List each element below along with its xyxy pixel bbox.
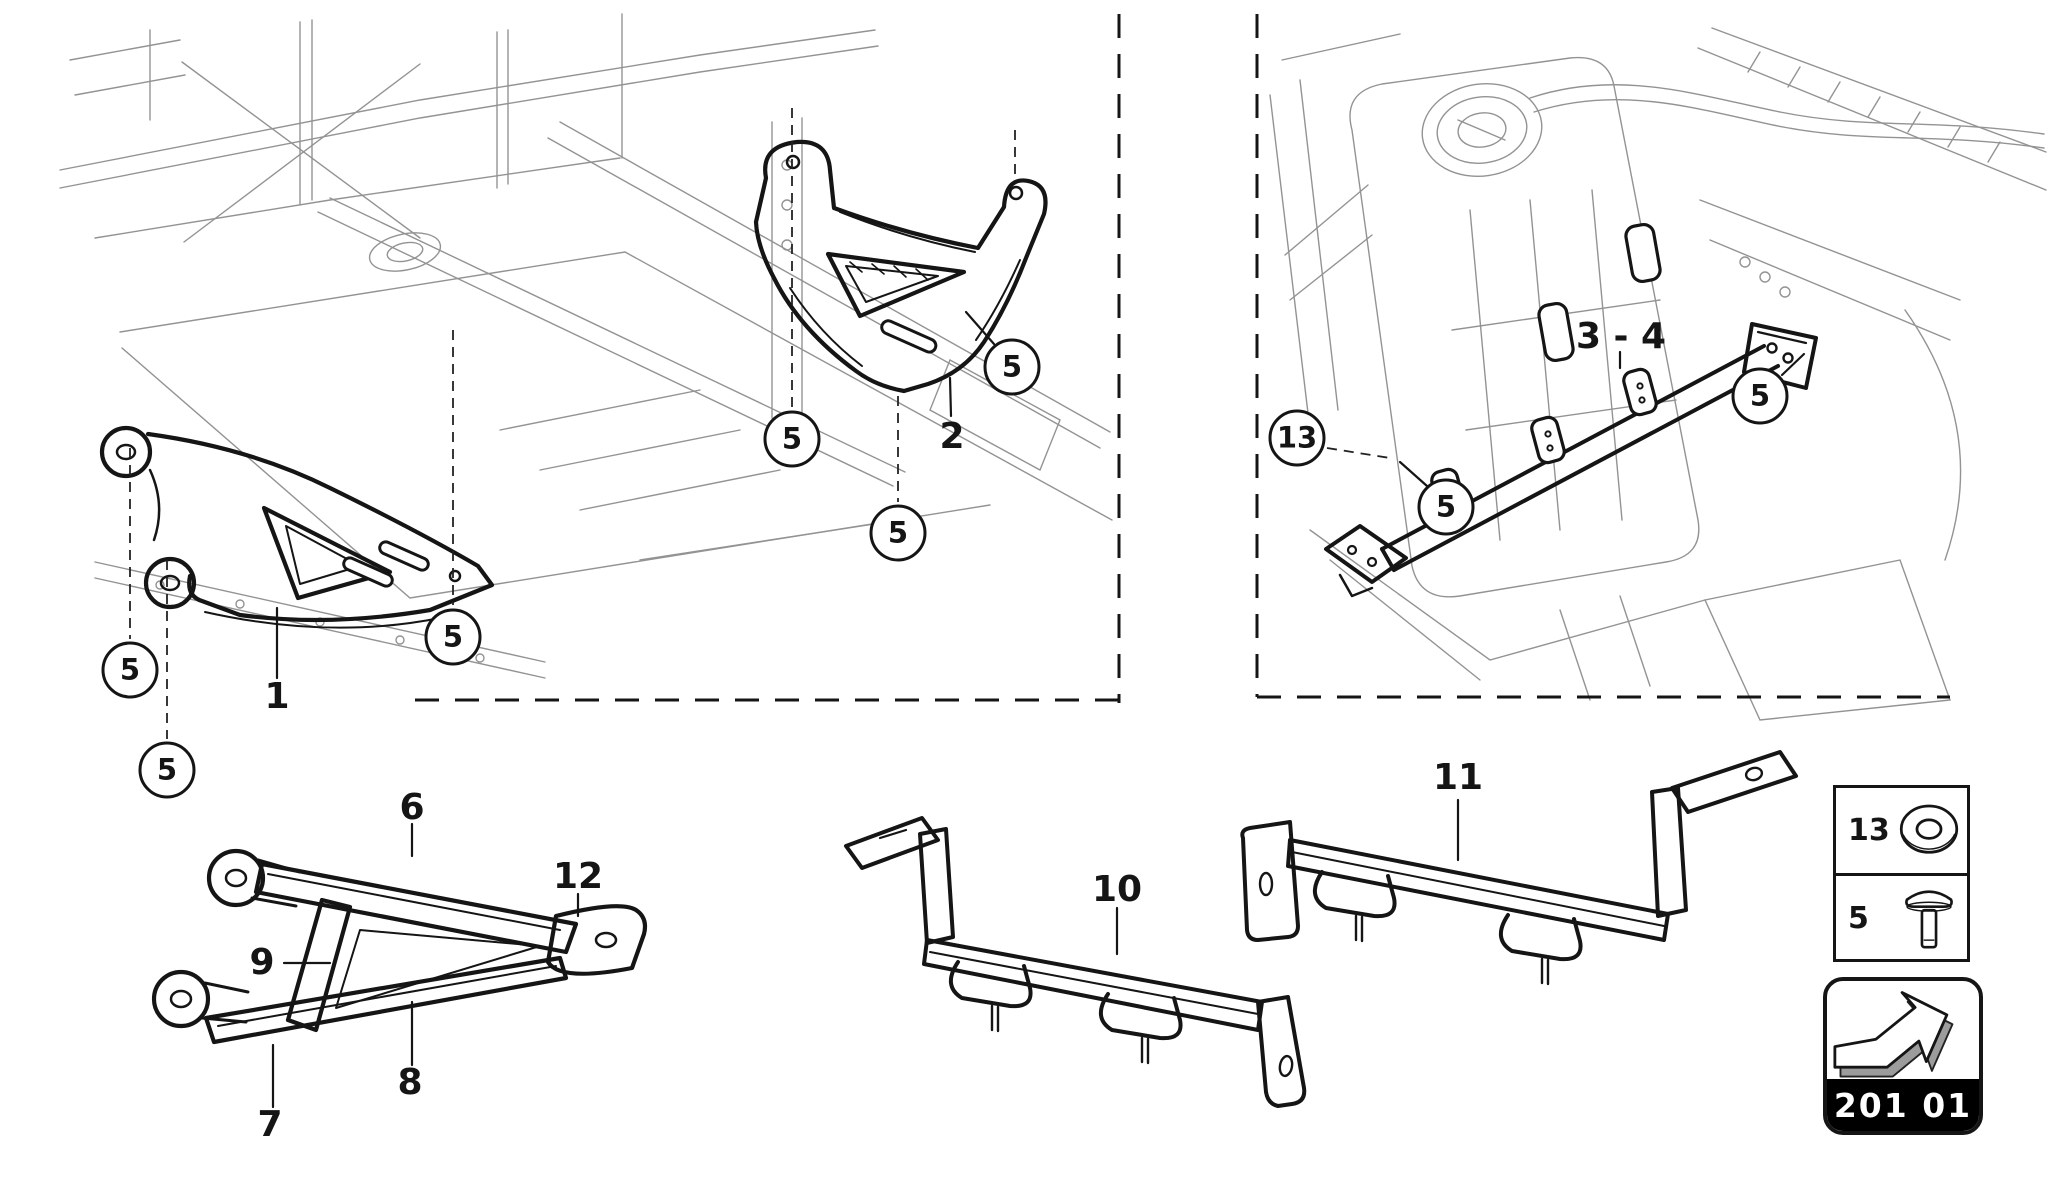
callout-5[interactable]: 5: [1731, 367, 1789, 425]
part-label-10[interactable]: 10: [1091, 869, 1143, 910]
rail-10-drawing: [844, 816, 1307, 1108]
callout-5[interactable]: 5: [869, 504, 927, 562]
hardware-legend: 13 5: [1833, 785, 1970, 962]
leader-lines-solid: [271, 310, 1806, 1109]
chassis-sketch: [59, 13, 1113, 679]
legend-row-bolt[interactable]: 5: [1836, 873, 1967, 961]
bolt-icon: [1890, 882, 1967, 956]
part-label-2[interactable]: 2: [939, 416, 965, 457]
page-code-box[interactable]: 201 01: [1823, 977, 1983, 1135]
callout-5[interactable]: 5: [983, 338, 1041, 396]
leader-lines-dashed: [129, 108, 1391, 739]
part-1-drawing: [99, 425, 495, 629]
part-label-11[interactable]: 11: [1432, 757, 1484, 798]
fuel-tank-sketch: [1269, 27, 2047, 721]
callout-5[interactable]: 5: [424, 608, 482, 666]
callout-5[interactable]: 5: [101, 641, 159, 699]
callout-5[interactable]: 5: [1417, 478, 1475, 536]
left-panel-border: [400, 14, 1121, 703]
legend-ref-13: 13: [1848, 812, 1890, 848]
washer-icon: [1890, 798, 1967, 864]
callout-5[interactable]: 5: [763, 410, 821, 468]
rail-11-drawing: [1240, 750, 1798, 986]
right-panel-border: [1255, 14, 1950, 699]
part-label-8[interactable]: 8: [397, 1062, 423, 1103]
page-code-badge: 201 01: [1827, 1079, 1979, 1131]
bracket-6-drawing: [151, 848, 648, 1045]
callout-5[interactable]: 5: [138, 741, 196, 799]
legend-ref-5: 5: [1848, 900, 1869, 936]
part-label-3-4[interactable]: 3 - 4: [1575, 316, 1667, 357]
callout-13[interactable]: 13: [1268, 409, 1326, 467]
legend-row-washer[interactable]: 13: [1836, 788, 1967, 873]
part-label-7[interactable]: 7: [257, 1104, 283, 1145]
part-label-9[interactable]: 9: [249, 942, 275, 983]
part-label-1[interactable]: 1: [264, 676, 290, 717]
part-label-12[interactable]: 12: [552, 856, 604, 897]
page-arrow-icon: [1827, 981, 1979, 1083]
part-label-6[interactable]: 6: [399, 787, 425, 828]
part-2-drawing: [753, 139, 1048, 394]
